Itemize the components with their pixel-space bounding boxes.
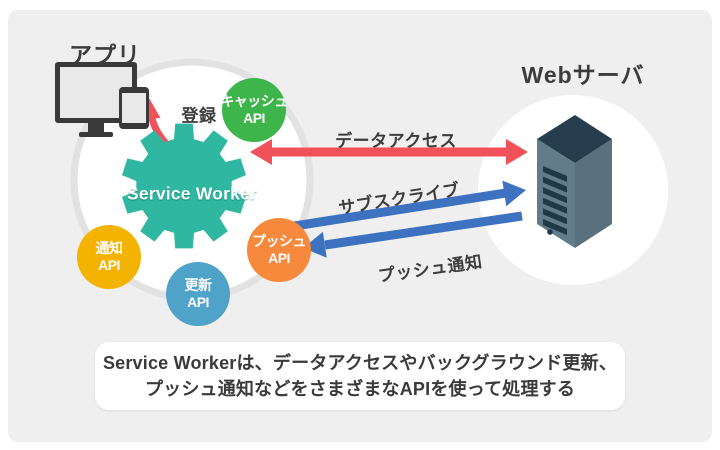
server-background-circle <box>478 95 668 285</box>
monitor-frame <box>55 62 137 123</box>
cache-api-badge: キャッシュ API <box>220 78 288 142</box>
server-slat <box>543 208 567 225</box>
server-slat <box>543 187 567 204</box>
monitor-base <box>79 132 113 137</box>
server-slat <box>543 219 567 235</box>
cache-api-label-line2: API <box>243 110 265 126</box>
server-face-right <box>575 139 612 248</box>
register-arrow-line <box>147 111 185 161</box>
monitor-icon <box>55 62 137 137</box>
push-notification-arrow <box>303 211 523 258</box>
push-api-label-line1: プッシュ <box>252 233 307 249</box>
cache-api-label-line1: キャッシュ <box>220 93 288 109</box>
service-worker-label: Service Worker <box>127 183 257 204</box>
push-notification-label: プッシュ通知 <box>376 252 484 286</box>
monitor-screen <box>60 67 132 118</box>
web-server-title: Webサーバ <box>521 62 645 88</box>
server-slat <box>543 176 567 193</box>
monitor-stand <box>88 123 104 133</box>
server-slat <box>543 166 567 182</box>
subscribe-label: サブスクライブ <box>337 180 462 218</box>
update-api-badge: 更新 API <box>166 262 230 326</box>
subscribe-arrow-head <box>502 180 526 207</box>
phone-screen <box>122 93 146 123</box>
register-label: 登録 <box>181 106 217 126</box>
push-api-label-line2: API <box>268 250 290 266</box>
register-arrow <box>138 98 185 161</box>
notification-api-badge: 通知 API <box>77 225 141 289</box>
push-notification-arrow-line <box>324 211 523 250</box>
caption-box: Service Workerは、データアクセスやバックグラウンド更新、 プッシュ… <box>95 342 625 410</box>
data-access-label: データアクセス <box>335 131 457 151</box>
notification-api-label-line1: 通知 <box>95 240 124 256</box>
data-access-arrow-head-left <box>250 139 272 165</box>
phone-frame <box>119 87 149 129</box>
update-api-label-line1: 更新 <box>184 277 213 293</box>
caption-line-2: プッシュ通知などをさまざまなAPIを使って処理する <box>144 379 576 399</box>
app-title: アプリ <box>69 42 141 68</box>
server-power-dot <box>547 229 553 235</box>
server-slat <box>543 197 567 214</box>
server-slats <box>543 166 567 235</box>
data-access-arrow-head-right <box>506 139 528 165</box>
server-icon <box>537 115 612 248</box>
push-api-badge: プッシュ API <box>247 218 311 282</box>
update-api-label-line2: API <box>187 294 209 310</box>
smartphone-icon <box>119 87 149 129</box>
server-top <box>537 115 612 163</box>
caption-line-1: Service Workerは、データアクセスやバックグラウンド更新、 <box>102 353 618 373</box>
notification-api-label-line2: API <box>98 257 120 273</box>
register-arrow-head <box>138 98 161 119</box>
server-face-left <box>537 139 575 248</box>
diagram-canvas: アプリ Webサーバ 登録 データアクセス サブスクライブ プッシュ通知 Ser… <box>8 10 712 442</box>
